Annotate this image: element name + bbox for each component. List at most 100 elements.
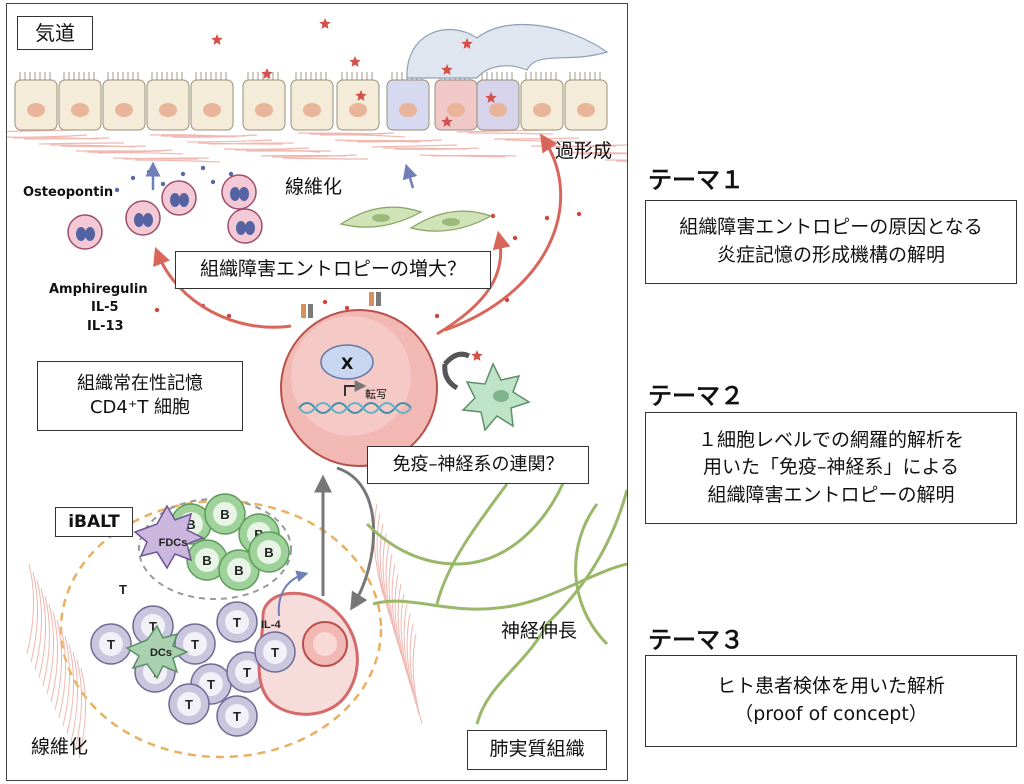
theme2-box: １細胞レベルでの網羅的解析を 用いた「免疫–神経系」による 組織障害エントロピー… bbox=[645, 412, 1017, 524]
fiber-strand bbox=[78, 667, 86, 759]
b-cell-center bbox=[195, 548, 219, 572]
epithelial-nucleus bbox=[27, 103, 45, 117]
fiber-strand bbox=[134, 159, 221, 163]
nerve-fiber bbox=[545, 489, 627, 626]
fiber-strand bbox=[308, 132, 395, 135]
transcription-arrow bbox=[344, 380, 367, 396]
fiber-strand bbox=[282, 157, 369, 160]
dna-strand bbox=[298, 402, 412, 414]
return-arrow bbox=[336, 466, 375, 611]
fiber-strand bbox=[46, 603, 54, 695]
t-cell-center bbox=[235, 660, 259, 684]
secreted-dot bbox=[512, 235, 518, 241]
fiber-strand bbox=[379, 523, 390, 615]
eosinophil-nucleus bbox=[230, 187, 240, 201]
nerve-fiber bbox=[574, 503, 609, 646]
alarmin-star bbox=[355, 90, 367, 101]
fibrosis-arrow bbox=[402, 163, 418, 189]
alarmin-star bbox=[261, 68, 273, 79]
epithelial-nucleus bbox=[115, 103, 133, 117]
fiber-strand bbox=[567, 152, 627, 154]
blue-dot bbox=[160, 181, 166, 187]
fibroblast-nucleus bbox=[442, 218, 460, 226]
secreted-dot bbox=[226, 313, 232, 319]
fibrosis-top-label: 線維化 bbox=[285, 176, 343, 198]
fiber-strand bbox=[38, 587, 46, 679]
fiber-strand bbox=[7, 134, 88, 138]
fiber-strand bbox=[30, 571, 38, 663]
fiber-strand bbox=[74, 659, 82, 751]
nerve-fiber bbox=[475, 623, 549, 725]
t-cell-letter: T bbox=[207, 677, 215, 692]
fiber-strand bbox=[223, 147, 310, 150]
epithelial-nucleus bbox=[533, 103, 551, 117]
theme2-title: テーマ２ bbox=[648, 382, 744, 410]
fiber-strand bbox=[50, 611, 58, 703]
fiber-strand bbox=[26, 563, 34, 655]
epithelial-nucleus bbox=[577, 103, 595, 117]
amphiregulin-label: Amphiregulin bbox=[49, 282, 148, 297]
alarmin-star bbox=[485, 92, 497, 103]
epithelial-nucleus bbox=[159, 103, 177, 117]
secreted-dot bbox=[322, 299, 328, 305]
fiber-strand bbox=[58, 627, 66, 719]
t-cell-center bbox=[199, 672, 223, 696]
fiber-strand bbox=[391, 563, 402, 655]
fiber-strand bbox=[604, 159, 627, 161]
b-cell-center bbox=[213, 502, 237, 526]
fiber-strand bbox=[403, 603, 414, 695]
theme3-title: テーマ３ bbox=[648, 626, 744, 654]
secreted-dot bbox=[344, 305, 350, 311]
nerve-fiber bbox=[456, 473, 569, 566]
fibroblast-nucleus bbox=[372, 214, 390, 222]
fiber-strand bbox=[271, 154, 358, 158]
t-cell-center bbox=[99, 632, 123, 656]
alarmin-star bbox=[461, 38, 473, 49]
epithelial-nucleus bbox=[71, 103, 89, 117]
fiber-strand bbox=[397, 583, 408, 675]
blue-dot bbox=[146, 169, 152, 175]
nerve-fiber bbox=[435, 483, 509, 605]
fiber-strand bbox=[319, 134, 406, 138]
t-cell-letter: T bbox=[185, 697, 193, 712]
theme3-box: ヒト患者検体を用いた解析 （proof of concept） bbox=[645, 655, 1017, 747]
diagram-panel: BBBBBBTTTTTTTTTFDCsDCsTTIL-4 気道 過形成 線維化 … bbox=[6, 3, 628, 781]
il5-label: IL-5 bbox=[91, 300, 119, 315]
airway-epithelium bbox=[14, 72, 608, 131]
alarmin-star bbox=[441, 64, 453, 75]
il4-label: IL-4 bbox=[261, 619, 281, 631]
dcs-label: DCs bbox=[150, 647, 172, 659]
fiber-strand bbox=[23, 137, 110, 140]
theme1-title: テーマ１ bbox=[648, 166, 744, 194]
fiber-strand bbox=[334, 139, 421, 143]
alarmin-star bbox=[349, 56, 361, 67]
fiber-strand bbox=[376, 513, 387, 605]
secretion-arrow-left bbox=[153, 246, 292, 329]
epithelial-nucleus bbox=[303, 103, 321, 117]
fiber-strand bbox=[54, 619, 62, 711]
fiber-strand bbox=[578, 153, 627, 155]
nerve-fiber bbox=[496, 562, 627, 610]
blue-dot bbox=[200, 165, 206, 171]
factor-x bbox=[320, 344, 374, 380]
t-cell-center bbox=[263, 640, 287, 664]
theme1-box: 組織障害エントロピーの原因となる 炎症記憶の形成機構の解明 bbox=[645, 200, 1017, 284]
fiber-strand bbox=[112, 157, 199, 160]
t-cell-center bbox=[225, 704, 249, 728]
epithelial-nucleus bbox=[399, 103, 417, 117]
hyperplasia-arrow bbox=[444, 133, 563, 332]
t-cell-center bbox=[177, 692, 201, 716]
secreted-dot bbox=[544, 215, 550, 221]
fiber-strand bbox=[393, 147, 480, 150]
fiber-strand bbox=[62, 635, 70, 727]
fiber-strand bbox=[419, 154, 506, 158]
eosinophil-nucleus bbox=[236, 221, 246, 235]
epithelial-nucleus bbox=[255, 103, 273, 117]
fiber-strand bbox=[260, 154, 347, 157]
neuro-question-label: 免疫–神経系の連関？ bbox=[367, 446, 589, 484]
b-cell-letter: B bbox=[202, 553, 211, 568]
secreted-dot bbox=[490, 213, 496, 219]
epithelial-nucleus bbox=[349, 103, 367, 117]
b-cell-letter: B bbox=[234, 563, 243, 578]
lung-parenchyma-label: 肺実質組織 bbox=[467, 730, 607, 770]
